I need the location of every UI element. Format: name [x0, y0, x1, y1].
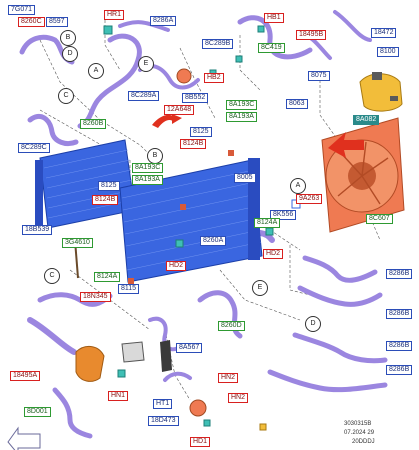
part-label-8005[interactable]: 8005 — [234, 173, 256, 183]
hotspot-hn2-upper[interactable]: HN2 — [218, 373, 239, 383]
part-label-18495a[interactable]: 18495A — [10, 371, 41, 381]
part-label-8100[interactable]: 8100 — [377, 47, 399, 57]
hose-8286a — [118, 20, 170, 32]
hotspot-hn2-lower[interactable]: HN2 — [228, 393, 249, 403]
hotspot-hd2-center[interactable]: HD2 — [166, 261, 187, 271]
part-label-8a193c-lower[interactable]: 8A193C — [132, 163, 164, 173]
part-label-8125-upper[interactable]: 8125 — [190, 127, 212, 137]
fittings — [74, 25, 301, 431]
callout-circle-d: D — [305, 316, 321, 332]
part-label-8125-lower[interactable]: 8125 — [98, 181, 120, 191]
part-label-18d473[interactable]: 18D473 — [148, 416, 179, 426]
part-label-8286b-second[interactable]: 8286B — [386, 309, 413, 319]
part-label-7g071[interactable]: 7G071 — [8, 5, 36, 15]
part-label-8124a-upper[interactable]: 8124A — [254, 218, 281, 228]
hose-18472 — [333, 10, 372, 42]
part-label-8c289b[interactable]: 8C289B — [202, 39, 234, 49]
part-label-9a263[interactable]: 9A263 — [296, 194, 323, 204]
part-label-12a648[interactable]: 12A648 — [164, 105, 195, 115]
hotspot-hn1[interactable]: HN1 — [108, 391, 129, 401]
hotspot-hr1[interactable]: HR1 — [104, 10, 125, 20]
callout-circle-e: E — [138, 56, 154, 72]
part-label-18472[interactable]: 18472 — [371, 28, 397, 38]
part-label-8260a[interactable]: 8260A — [200, 236, 227, 246]
part-label-8286b-first[interactable]: 8286B — [386, 269, 413, 279]
diagram-date: 07.2024 29 — [344, 430, 375, 436]
part-label-8a193a-upper[interactable]: 8A193A — [226, 112, 257, 122]
part-label-8075[interactable]: 8075 — [308, 71, 330, 81]
hose-lower-left — [27, 317, 77, 355]
part-label-8124b-upper[interactable]: 8124B — [180, 139, 207, 149]
part-label-3g4610[interactable]: 3G4610 — [62, 238, 93, 248]
part-label-8a082[interactable]: 8A082 — [353, 115, 380, 125]
callout-circle-a: A — [88, 63, 104, 79]
orientation-arrow — [7, 426, 41, 450]
part-label-8b552[interactable]: 8B552 — [182, 93, 209, 103]
callout-circle-c: C — [58, 88, 74, 104]
hotspot-hb1[interactable]: HB1 — [264, 13, 284, 23]
callout-circle-a: A — [290, 178, 306, 194]
part-label-8286a[interactable]: 8286A — [150, 16, 177, 26]
part-label-18b539[interactable]: 18B539 — [22, 225, 53, 235]
part-label-8c289c[interactable]: 8C289C — [18, 143, 50, 153]
part-label-18n345[interactable]: 18N345 — [80, 292, 111, 302]
hose-upper-right — [237, 15, 313, 60]
part-label-8286b-third[interactable]: 8286B — [386, 341, 413, 351]
diagram-ref: 20DDDJ — [352, 439, 375, 445]
part-label-18495b[interactable]: 18495B — [296, 30, 327, 40]
hose-8260b — [77, 33, 142, 129]
hose-8286b-2 — [297, 285, 383, 307]
hose-8a567 — [148, 316, 180, 352]
hose-lower-center — [163, 371, 192, 382]
hose-8286b-4 — [267, 369, 388, 393]
part-label-8d001[interactable]: 8D001 — [24, 407, 51, 417]
part-label-8597[interactable]: 8597 — [46, 17, 68, 27]
part-label-8260b[interactable]: 8260B — [80, 119, 107, 129]
hotspot-hd1[interactable]: HD1 — [190, 437, 211, 447]
part-label-8c419[interactable]: 8C419 — [258, 43, 285, 53]
radiator — [35, 139, 136, 232]
callout-circle-b: B — [147, 148, 163, 164]
callout-circle-b: B — [60, 30, 76, 46]
hotspot-hd2-right[interactable]: HD2 — [263, 249, 284, 259]
part-label-8063[interactable]: 8063 — [286, 99, 308, 109]
diagram-code: 3030315B — [344, 421, 372, 427]
radiator-core — [119, 158, 263, 283]
part-label-8286b-fourth[interactable]: 8286B — [386, 365, 413, 375]
callout-arrows — [152, 114, 364, 158]
part-label-8c607[interactable]: 8C607 — [366, 214, 393, 224]
callout-circle-e: E — [252, 280, 268, 296]
part-label-8a193c-upper[interactable]: 8A193C — [226, 100, 258, 110]
part-label-8260c[interactable]: 8260C — [18, 17, 45, 27]
hotspot-ht1[interactable]: HT1 — [153, 399, 173, 409]
hose-8286b-3 — [292, 332, 388, 364]
callout-circle-c: C — [44, 268, 60, 284]
part-label-8a567[interactable]: 8A567 — [176, 343, 203, 353]
part-label-8260d[interactable]: 8260D — [218, 321, 245, 331]
hose-8d001 — [52, 387, 93, 439]
part-label-8115[interactable]: 8115 — [118, 284, 140, 294]
part-label-8c289a[interactable]: 8C289A — [128, 91, 160, 101]
callout-circle-d: D — [62, 46, 78, 62]
part-label-8a193a-lower[interactable]: 8A193A — [132, 175, 163, 185]
hotspot-hb2[interactable]: HB2 — [204, 73, 224, 83]
part-label-8124a-lower[interactable]: 8124A — [94, 272, 121, 282]
part-label-8k556[interactable]: 8K556 — [270, 210, 297, 220]
hose-8c289c — [27, 114, 79, 147]
hose-8286b-1 — [302, 255, 378, 283]
expansion-tank — [359, 72, 403, 112]
part-label-8124b-lower[interactable]: 8124B — [92, 195, 119, 205]
